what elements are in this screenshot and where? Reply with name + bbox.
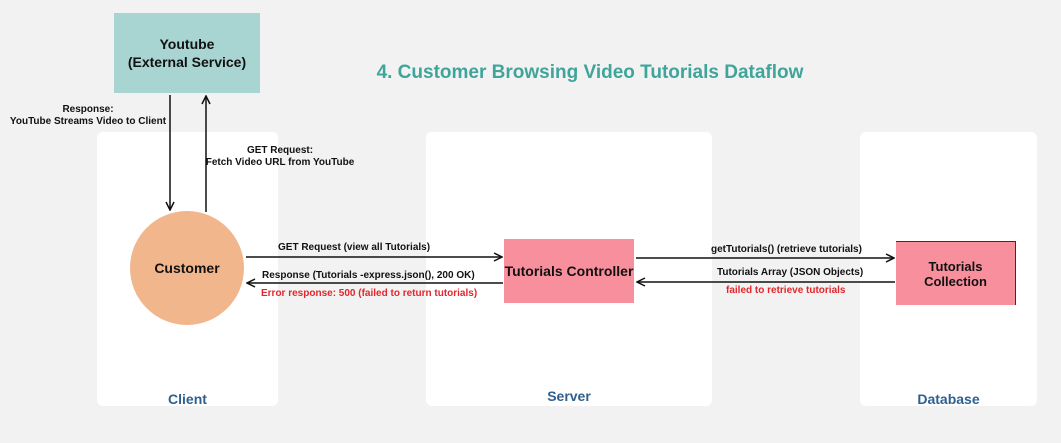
client-lane-label: Client: [168, 391, 207, 407]
server-lane-label: Server: [547, 388, 591, 404]
database-lane-label: Database: [917, 391, 980, 407]
get-tutorials-label: getTutorials() (retrieve tutorials): [711, 244, 862, 255]
tutorials-collection-node: Tutorials Collection: [896, 241, 1016, 305]
response-ok-label: Response (Tutorials -express.json(), 200…: [262, 270, 475, 281]
failed-retrieve-label: failed to retrieve tutorials: [726, 285, 846, 296]
youtube-node: Youtube (External Service): [114, 13, 260, 93]
tutorials-controller-node: Tutorials Controller: [504, 239, 634, 303]
get-all-tutorials-label: GET Request (view all Tutorials): [278, 242, 431, 253]
diagram-title: 4. Customer Browsing Video Tutorials Dat…: [376, 62, 804, 83]
customer-node: Customer: [130, 211, 244, 325]
error-500-label: Error response: 500 (failed to return tu…: [261, 288, 478, 299]
tutorials-array-label: Tutorials Array (JSON Objects): [717, 267, 864, 278]
youtube-get-label: GET Request: Fetch Video URL from YouTub…: [205, 145, 355, 168]
youtube-response-label: Response: YouTube Streams Video to Clien…: [9, 104, 167, 127]
